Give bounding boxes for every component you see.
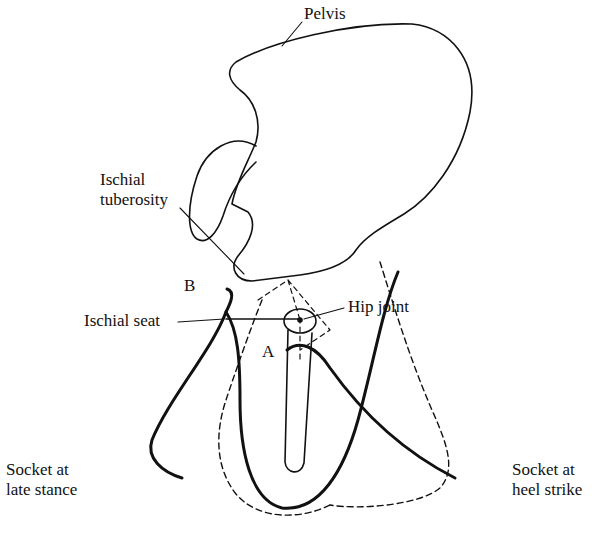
ischial-seat-line: [226, 318, 300, 320]
late-stance-socket: [151, 289, 232, 478]
part-label: Ischial tuberosity: [100, 170, 180, 210]
point-label: A: [262, 342, 282, 362]
pelvis-foramen: [190, 141, 257, 240]
caption-label: Socket at late stance: [6, 460, 91, 500]
heel-strike-socket: [287, 345, 455, 478]
point-label: B: [184, 276, 204, 296]
heel-strike-socket: [330, 262, 449, 507]
pelvis-outline: [230, 24, 472, 281]
caption-label: Socket at heel strike: [512, 460, 600, 500]
part-label: Pelvis: [304, 4, 384, 24]
leader-line: [178, 22, 344, 322]
heel-strike-socket: [219, 300, 330, 515]
part-label: Ischial seat: [84, 311, 184, 331]
part-label: Hip joint: [348, 297, 438, 317]
hip-joint-dot: [298, 318, 302, 322]
femur-shaft: [285, 330, 312, 472]
